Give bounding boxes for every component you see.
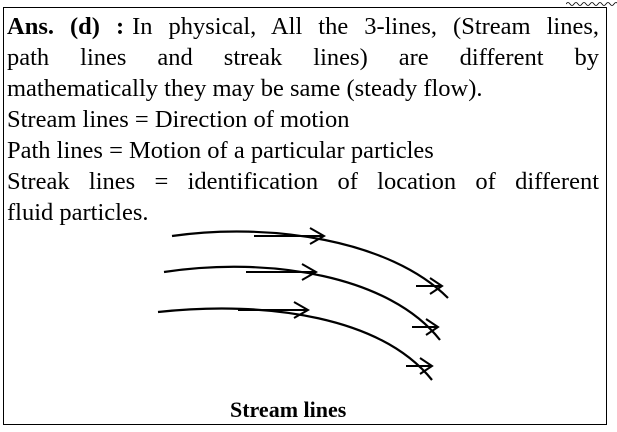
arrow-1	[254, 227, 327, 245]
arrowhead-4	[416, 277, 444, 295]
answer-line-7: fluid particles.	[7, 199, 149, 226]
answer-line-5: Path lines = Motion of a particular part…	[7, 137, 434, 164]
figure-caption: Stream lines	[230, 397, 347, 422]
answer-line-1: Ans. (d) : In physical, All the 3-lines, …	[7, 11, 599, 42]
answer-line-3: mathematically they may be same (steady …	[7, 75, 483, 102]
answer-line-6: Streak lines = identification of locatio…	[7, 168, 599, 195]
decorative-squiggle	[566, 2, 617, 6]
arrowhead-6	[406, 357, 434, 375]
answer-text: Ans. (d) : In physical, All the 3-lines, …	[7, 11, 599, 228]
answer-line-2: path lines and streak lines) are differe…	[7, 44, 599, 71]
answer-line-1-text: In physical, All the 3-lines, (Stream li…	[132, 13, 599, 40]
arrow-3	[238, 301, 311, 319]
answer-line-4: Stream lines = Direction of motion	[7, 106, 350, 133]
answer-label: Ans. (d) :	[7, 13, 125, 40]
arrowhead-5	[412, 318, 440, 336]
stream-lines-diagram	[157, 227, 449, 381]
stream-line-curve-3	[157, 307, 433, 381]
stream-line-curve-2	[163, 265, 441, 341]
stream-line-curve-1	[171, 230, 449, 299]
arrow-2	[246, 263, 319, 281]
answer-box	[3, 7, 607, 425]
